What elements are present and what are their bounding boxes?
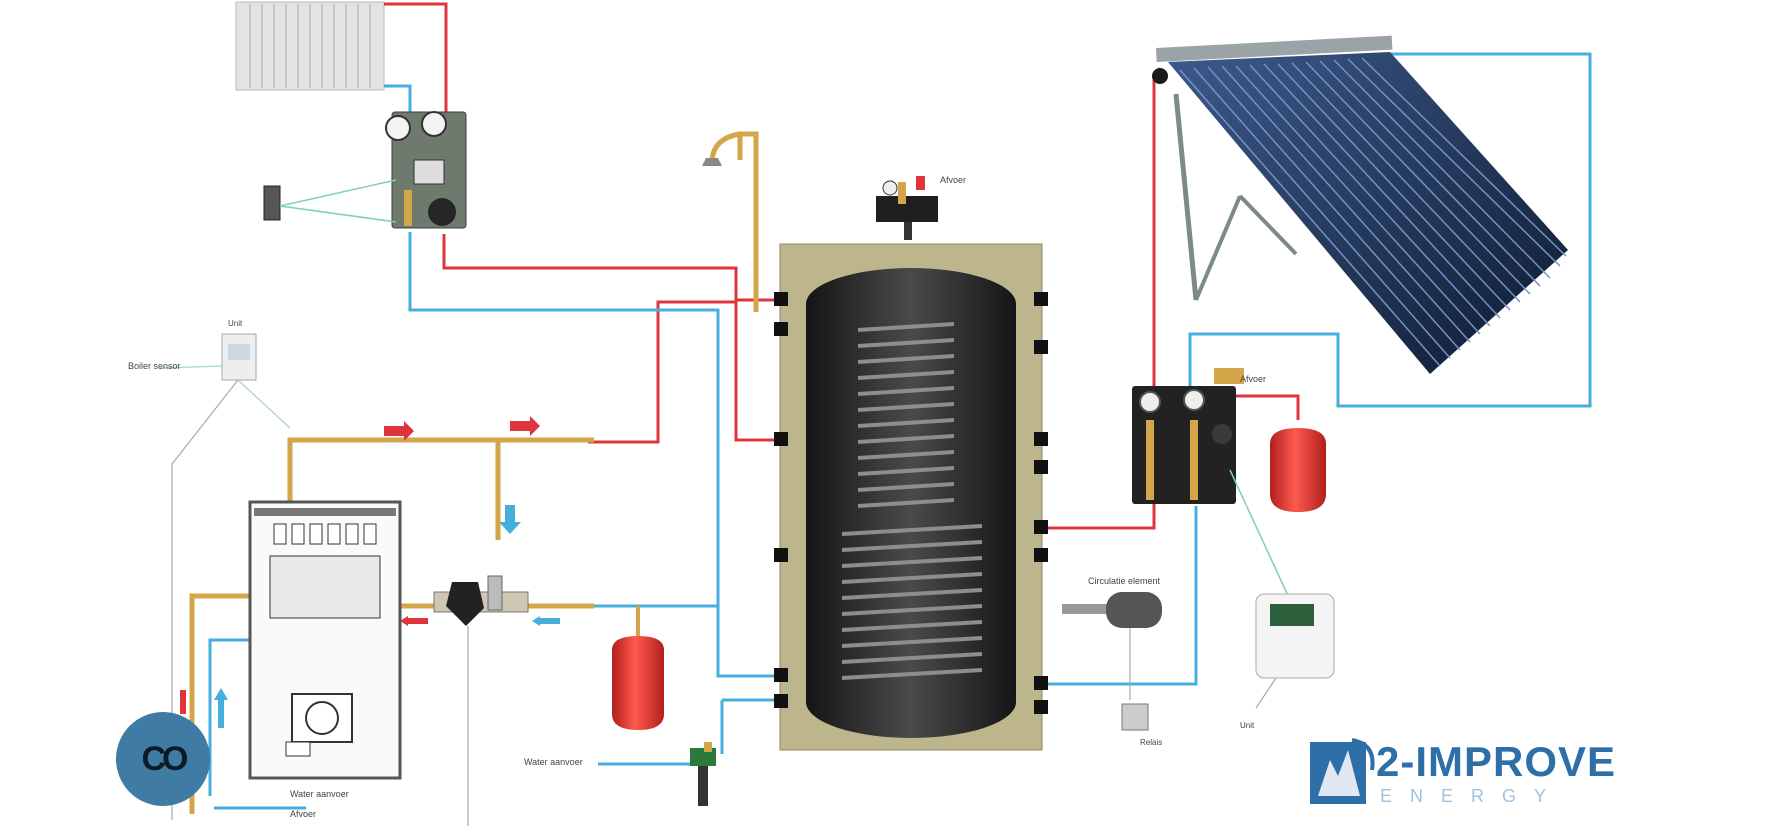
brand-tagline: ENERGY (1380, 786, 1564, 806)
circulation-element-label: Circulatie element (1088, 576, 1161, 586)
cc-license-badge[interactable]: CO (116, 712, 210, 806)
boiler-sensor-label: Boiler sensor (128, 361, 181, 371)
storage-tank (774, 243, 1048, 751)
circulation-element (1062, 592, 1162, 731)
flow-arrows (180, 416, 560, 728)
shower-head (702, 131, 741, 166)
pump-station-heating (385, 111, 467, 229)
solar-collector (1152, 35, 1568, 374)
solar-controller-label: Unit (1240, 721, 1255, 730)
water-supply-label: Water aanvoer (290, 789, 349, 799)
solar-controller (1255, 593, 1335, 709)
room-thermostat (263, 179, 397, 223)
solar-valve-label: Afvoer (1240, 374, 1266, 384)
radiator (235, 1, 385, 91)
brand-name: 2-IMPROVE (1376, 738, 1616, 785)
water-inlet-label: Water aanvoer (524, 757, 583, 767)
water-inlet-valve (690, 742, 716, 806)
expansion-vessel-solar (1270, 428, 1326, 512)
expansion-vessel-boiler (612, 606, 664, 730)
boiler (248, 500, 402, 780)
brand-logo (1310, 738, 1375, 804)
cold-pipes (208, 52, 1592, 810)
valve-top-label: Afvoer (940, 175, 966, 185)
mixing-valve (433, 575, 529, 826)
sensor-label: Relais (1140, 738, 1162, 747)
drain-label: Afvoer (290, 809, 316, 819)
pump-station-solar (1132, 368, 1291, 601)
controller-label: Unit (228, 319, 243, 328)
tank-safety-valve (876, 176, 938, 240)
cc-badge-label: CO (141, 739, 189, 778)
